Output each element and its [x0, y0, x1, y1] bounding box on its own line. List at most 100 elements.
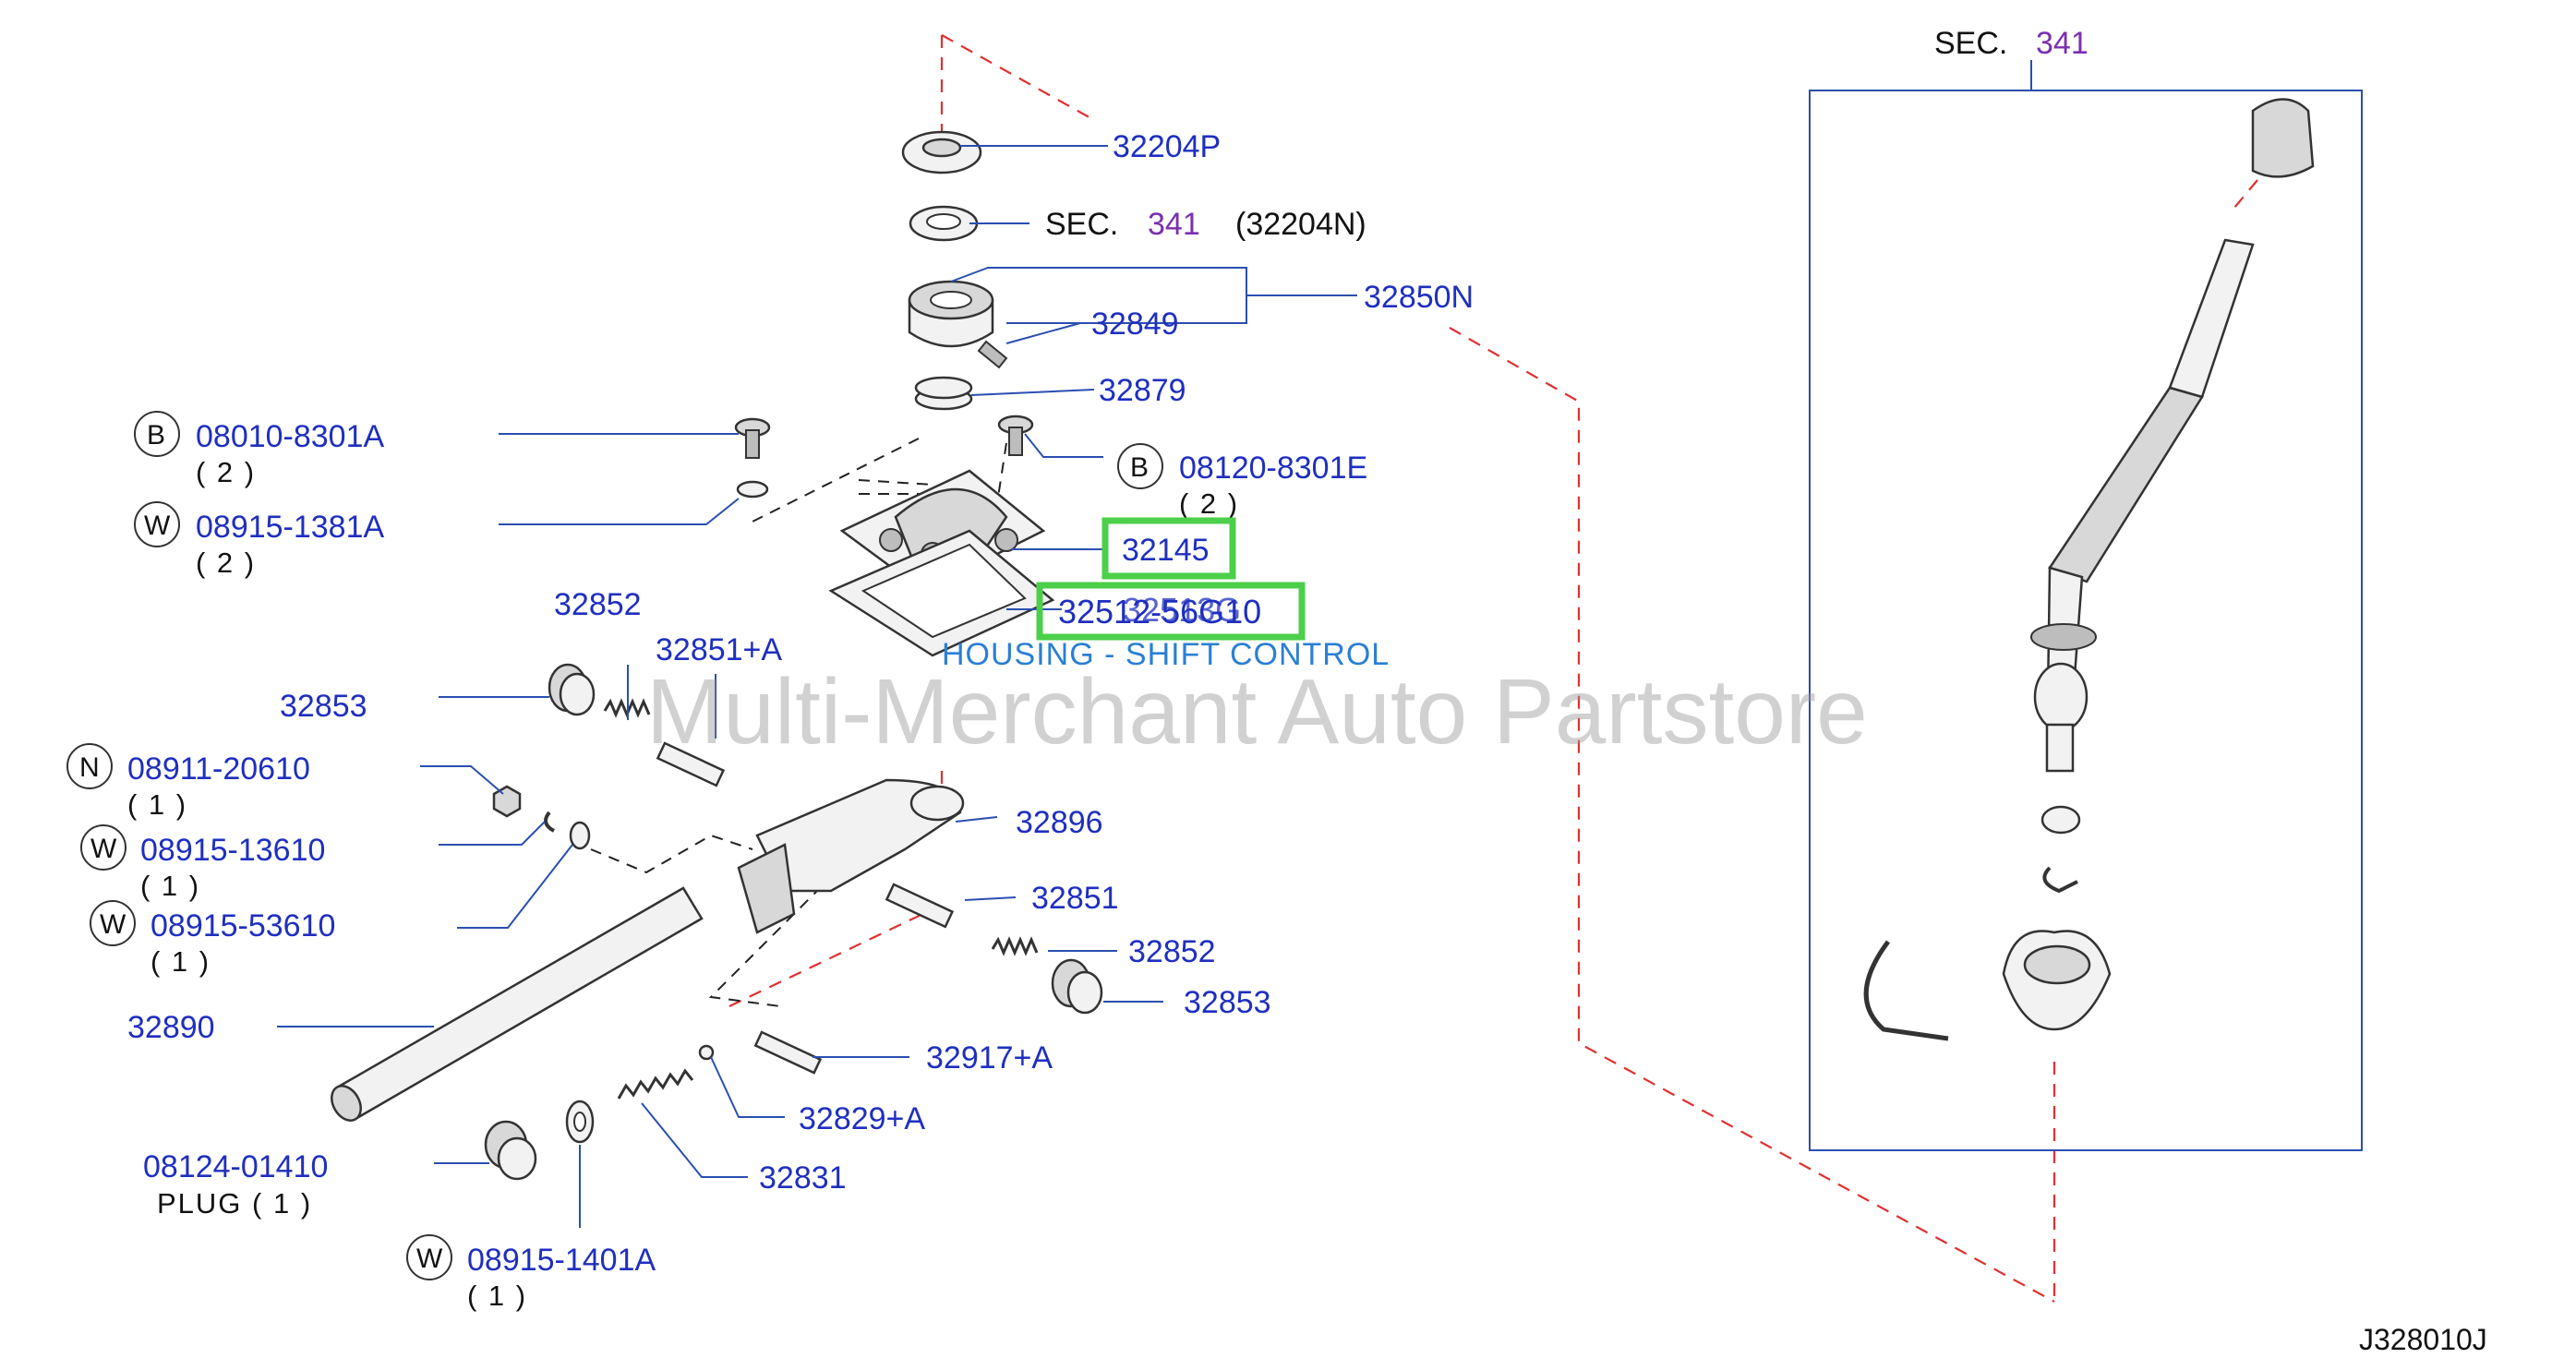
callout-group-08120: B 08120-8301E ( 2 ) — [1117, 443, 1367, 520]
ring-32204N — [909, 205, 979, 242]
callout-32852-left[interactable]: 32852 — [554, 587, 642, 622]
pin-32851 — [885, 883, 955, 929]
callout-08010-8301A[interactable]: 08010-8301A — [196, 419, 385, 454]
tooltip-description: HOUSING - SHIFT CONTROL — [942, 637, 1390, 672]
section-ref-label: SEC. — [1045, 207, 1118, 242]
washer-badge-letter: W — [144, 511, 171, 541]
callout-08915-1401A[interactable]: 08915-1401A — [467, 1243, 656, 1278]
qty-08915-13610: ( 1 ) — [140, 870, 200, 902]
boot-strap — [1863, 940, 1949, 1041]
ball-32829A — [698, 1044, 715, 1061]
section-ref-number[interactable]: 341 — [1148, 207, 1200, 242]
bolt-left — [734, 417, 771, 459]
clip-32204P — [901, 130, 982, 174]
callout-group-08124: 08124-01410 PLUG ( 1 ) — [143, 1149, 328, 1220]
callout-32917A[interactable]: 32917+A — [926, 1040, 1053, 1076]
callout-08915-53610[interactable]: 08915-53610 — [150, 908, 335, 943]
bolt-right — [997, 415, 1034, 456]
callout-group-08915-1401A: W 08915-1401A ( 1 ) — [406, 1234, 656, 1312]
tooltip-housing[interactable]: 32513G 32512-56G10 HOUSING - SHIFT CONTR… — [942, 582, 1390, 672]
callout-32145[interactable]: 32145 — [1122, 533, 1210, 568]
lever-32896 — [737, 778, 965, 934]
washer-badge-letter: W — [416, 1244, 443, 1274]
nut-badge-icon — [66, 743, 113, 789]
shift-lever — [2030, 238, 2255, 773]
leader-lines — [277, 145, 1357, 1228]
callout-32853-right[interactable]: 32853 — [1184, 985, 1271, 1020]
callout-08124-01410[interactable]: 08124-01410 — [143, 1149, 328, 1184]
qty-08911: ( 1 ) — [127, 788, 187, 821]
gasket-32513 — [828, 529, 1055, 657]
nut-badge-letter: N — [79, 752, 100, 783]
qty-08915-1381A: ( 2 ) — [196, 547, 256, 579]
callout-32896[interactable]: 32896 — [1016, 805, 1103, 840]
diagram-reference-code: J328010J — [2359, 1323, 2487, 1356]
callout-08911-20610[interactable]: 08911-20610 — [127, 751, 310, 787]
boot — [2002, 930, 2112, 1031]
nut-08911 — [492, 785, 522, 818]
washer-08915-1401A — [565, 1100, 595, 1144]
callout-group-08911: N 08911-20610 ( 1 ) — [66, 743, 310, 821]
bushing — [2040, 805, 2081, 835]
section-box — [1809, 60, 2363, 1151]
washer-badge-icon — [134, 501, 180, 547]
callout-08915-1381A[interactable]: 08915-1381A — [196, 510, 385, 545]
collar-32850N — [908, 280, 994, 348]
section-ref-code: (32204N) — [1235, 207, 1366, 242]
assembly-dashed-lines — [728, 34, 2258, 1303]
bolt-badge-icon — [1117, 443, 1163, 489]
callout-32890[interactable]: 32890 — [127, 1010, 215, 1045]
pin-32917A — [753, 1030, 823, 1075]
washer-badge-icon — [80, 824, 126, 871]
washer-badge-letter: W — [90, 834, 117, 864]
qty-08915-53610: ( 1 ) — [150, 945, 211, 978]
screw-32849 — [977, 340, 1008, 369]
washer-left — [736, 480, 769, 499]
callout-32204P[interactable]: 32204P — [1113, 129, 1221, 164]
store-watermark: Multi-Merchant Auto Partstore — [646, 660, 1868, 763]
callout-32879[interactable]: 32879 — [1099, 373, 1186, 408]
rod-32890 — [331, 886, 704, 1122]
callout-32831[interactable]: 32831 — [759, 1160, 847, 1196]
highlight-box-32145[interactable] — [1101, 517, 1236, 580]
tooltip-part-number[interactable]: 32512-56G10 — [1058, 593, 1261, 631]
callout-32829A[interactable]: 32829+A — [799, 1101, 925, 1136]
highlight-32145[interactable]: 32145 — [1101, 517, 1236, 580]
callout-32852-right[interactable]: 32852 — [1128, 934, 1216, 969]
plug-08124 — [484, 1120, 537, 1181]
bolt-badge-icon — [134, 411, 180, 457]
shift-knob — [2251, 98, 2315, 178]
callout-32851[interactable]: 32851 — [1031, 881, 1119, 916]
washer-08915-53610 — [569, 821, 591, 850]
spring-32879 — [914, 376, 973, 411]
plug-32853-left — [548, 663, 596, 716]
spring-32852-right — [991, 936, 1039, 956]
callout-08120-8301E[interactable]: 08120-8301E — [1179, 451, 1367, 486]
callout-group-08010: B 08010-8301A ( 2 ) — [134, 411, 385, 488]
pin-32851A — [656, 741, 726, 787]
plug-qty-label: PLUG ( 1 ) — [157, 1187, 312, 1220]
callout-32849[interactable]: 32849 — [1091, 306, 1179, 342]
highlight-box-32512[interactable] — [1036, 582, 1306, 641]
bolt-badge-letter: B — [1130, 452, 1149, 483]
bolt-badge-letter: B — [147, 420, 165, 451]
section-box-number[interactable]: 341 — [2036, 26, 2088, 61]
overlapped-callout-32513G: 32513G — [1123, 591, 1241, 629]
washer-badge-icon — [406, 1234, 452, 1280]
callout-08915-13610[interactable]: 08915-13610 — [140, 833, 325, 868]
callout-group-08915-13610: W 08915-13610 ( 1 ) — [80, 824, 325, 902]
washer-08915-13610 — [544, 811, 556, 833]
plug-32853-right — [1051, 958, 1103, 1015]
section-box-label-text: SEC. — [1934, 26, 2007, 61]
callout-32853-left[interactable]: 32853 — [280, 689, 367, 724]
washer-badge-icon — [90, 900, 136, 946]
qty-08010: ( 2 ) — [196, 456, 256, 488]
section-box-label: SEC. 341 — [1934, 26, 2088, 61]
callout-32850N[interactable]: 32850N — [1364, 280, 1474, 315]
spring-32831 — [617, 1068, 694, 1100]
callout-32851A[interactable]: 32851+A — [656, 632, 782, 667]
qty-08120: ( 2 ) — [1179, 487, 1239, 520]
section-ref-341: SEC. 341 (32204N) — [1045, 207, 1366, 242]
qty-08915-1401A: ( 1 ) — [467, 1280, 527, 1312]
